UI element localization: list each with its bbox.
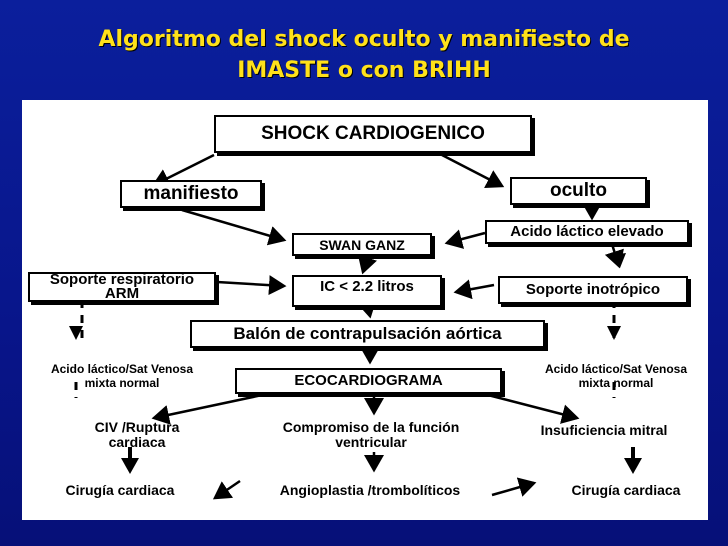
arrowhead-acido-left: [69, 326, 83, 340]
text-compromiso: Compromiso de la función ventricular: [246, 420, 496, 450]
node-ecocardiograma: ECOCARDIOGRAMA: [235, 368, 502, 394]
text-acido-normal-left-line2: mixta normal: [84, 376, 160, 390]
node-manifiesto: manifiesto: [120, 180, 262, 208]
node-shock-label: SHOCK CARDIOGENICO: [261, 123, 485, 144]
arrow-angio-to-cirugia-right: [491, 477, 537, 497]
text-angioplastia: Angioplastia /trombolíticos: [248, 483, 492, 497]
arrow-resp-to-ic: [216, 275, 287, 296]
node-soporte-resp-line1: Soporte respiratorio: [49, 271, 195, 288]
text-cirugia-left: Cirugía cardiaca: [36, 483, 204, 497]
title-line-2: IMASTE o con BRIHH: [237, 58, 491, 83]
node-oculto-label: oculto: [550, 180, 607, 201]
text-compromiso-line2: ventricular: [335, 434, 407, 450]
text-insuficiencia: Insuficiencia mitral: [518, 423, 690, 437]
text-cirugia-right-label: Cirugía cardiaca: [571, 482, 681, 498]
node-ic: IC < 2.2 litros: [292, 275, 442, 307]
text-acido-normal-right: Acido láctico/Sat Venosa mixta normal: [524, 362, 708, 390]
text-acido-normal-right-line1: Acido láctico/Sat Venosa: [544, 362, 688, 376]
node-swan-ganz-label: SWAN GANZ: [319, 236, 405, 253]
text-acido-normal-left-line1: Acido láctico/Sat Venosa: [50, 362, 194, 376]
node-balon: Balón de contrapulsación aórtica: [190, 320, 545, 348]
node-swan-ganz: SWAN GANZ: [292, 233, 432, 256]
node-ic-label: IC < 2.2 litros: [320, 278, 414, 295]
diagram-panel: SHOCK CARDIOGENICO manifiesto oculto Aci…: [22, 100, 708, 520]
text-civ-line2: cardiaca: [108, 434, 166, 450]
node-oculto: oculto: [510, 177, 647, 205]
arrow-swan-to-ic: [357, 254, 378, 275]
text-acido-normal-left: Acido láctico/Sat Venosa mixta normal: [22, 362, 222, 390]
arrowhead-civ-to-cirugia: [121, 458, 139, 474]
arrow-ic-to-balon: [356, 299, 377, 319]
text-cirugia-right: Cirugía cardiaca: [544, 483, 708, 497]
text-civ: CIV /Ruptura cardiaca: [72, 420, 202, 450]
node-soporte-resp-line2: ARM: [104, 285, 140, 302]
arrow-angio-to-cirugia-left: [212, 479, 241, 500]
text-insuficiencia-label: Insuficiencia mitral: [540, 422, 668, 438]
text-compromiso-line1: Compromiso de la función: [282, 419, 460, 435]
text-angioplastia-label: Angioplastia /trombolíticos: [279, 482, 461, 498]
text-cirugia-left-label: Cirugía cardiaca: [65, 482, 175, 498]
arrow-shock-to-oculto: [441, 153, 505, 188]
arrow-eco-to-insuficiencia: [483, 392, 580, 424]
text-acido-normal-right-line2: mixta normal: [578, 376, 654, 390]
arrowhead-acido-to-inotropico-head: [612, 253, 626, 268]
title-line-1: Algoritmo del shock oculto y manifiesto …: [98, 27, 630, 52]
node-soporte-inotropico-label: Soporte inotrópico: [525, 281, 661, 298]
node-soporte-inotropico: Soporte inotrópico: [498, 276, 688, 304]
node-acido-elevado: Acido láctico elevado: [485, 220, 689, 244]
slide-title: Algoritmo del shock oculto y manifiesto …: [20, 24, 708, 86]
text-civ-line1: CIV /Ruptura: [94, 419, 180, 435]
arrowhead-insuficiencia-to-cirugia: [624, 458, 642, 474]
node-shock-cardiogenico: SHOCK CARDIOGENICO: [214, 115, 532, 153]
node-manifiesto-label: manifiesto: [143, 183, 239, 204]
node-ecocardiograma-label: ECOCARDIOGRAMA: [294, 372, 443, 389]
arrowhead-acido-right: [607, 326, 621, 340]
node-balon-label: Balón de contrapulsación aórtica: [233, 324, 502, 343]
arrow-acido-to-swan: [444, 229, 486, 249]
arrow-manifiesto-to-swan: [181, 208, 287, 246]
flow-arrows: [69, 153, 642, 500]
node-acido-elevado-label: Acido láctico elevado: [510, 223, 664, 240]
arrow-eco-to-civ: [151, 392, 268, 425]
arrow-inotropico-to-ic: [453, 279, 495, 300]
node-soporte-respiratorio: Soporte respiratorio ARM: [28, 272, 216, 302]
